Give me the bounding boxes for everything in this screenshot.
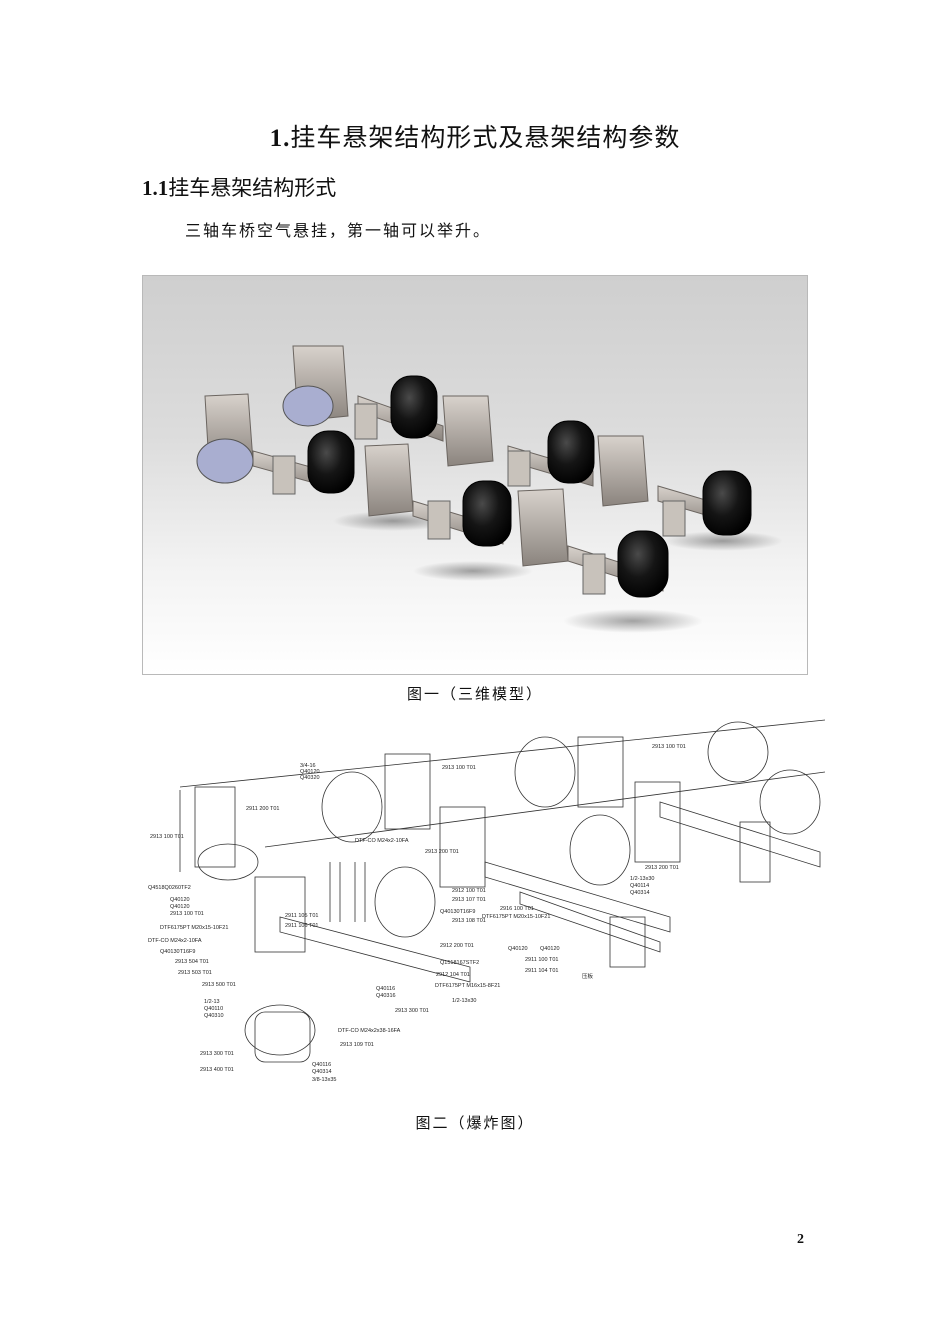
part-label: Q40120 xyxy=(540,946,560,952)
part-label: 2913 100 T01 xyxy=(442,765,476,771)
section-number: 1. xyxy=(269,125,291,152)
part-label: 2913 100 T01 xyxy=(170,911,204,917)
part-label: 2913 100 T01 xyxy=(150,834,184,840)
part-label: 2913 500 T01 xyxy=(202,982,236,988)
part-label: Q40120 xyxy=(170,897,190,903)
part-label: Q4518Q0260TF2 xyxy=(148,885,191,891)
figure2-caption: 图二（爆炸图） xyxy=(415,1114,535,1132)
subsection-title: 挂车悬架结构形式 xyxy=(168,176,337,200)
part-label: Q40130T16F9 xyxy=(440,909,475,915)
part-label: 2913 300 T01 xyxy=(395,1008,429,1014)
part-label: DTF-CO M24x2-10FA xyxy=(355,838,409,844)
section-heading: 1.挂车悬架结构形式及悬架结构参数 xyxy=(0,118,950,154)
figure-3d-model xyxy=(142,275,808,675)
part-label: 2913 108 T01 xyxy=(452,918,486,924)
part-label: DTF-CO M24x2x38-16FA xyxy=(338,1028,401,1034)
part-label: DTF6175PT M16x15-8F21 xyxy=(435,983,500,989)
section-title: 挂车悬架结构形式及悬架结构参数 xyxy=(290,123,681,152)
part-label: 2913 504 T01 xyxy=(175,959,209,965)
part-label: Q40310 xyxy=(204,1013,224,1019)
part-label: 2912 104 T01 xyxy=(436,972,470,978)
part-label: 2913 400 T01 xyxy=(200,1067,234,1073)
part-label: Q40320 xyxy=(300,775,320,781)
part-label: 2912 100 T01 xyxy=(452,888,486,894)
exploded-diagram: 3/4-16 Q40120 Q40320 2913 100 T01 2913 1… xyxy=(148,719,826,1083)
part-label: 2913 200 T01 xyxy=(425,849,459,855)
part-label: Q40120 xyxy=(508,946,528,952)
part-label: 1/2-13x30 xyxy=(452,998,476,1004)
figure-exploded-view: 3/4-16 Q40120 Q40320 2913 100 T01 2913 1… xyxy=(140,712,830,1102)
part-label: DTF-CO M24x2-10FA xyxy=(148,938,202,944)
part-label: 2911 104 T01 xyxy=(525,968,558,974)
part-label: 2911 105 T01 xyxy=(285,913,318,919)
part-label: Q40114 xyxy=(630,883,649,889)
part-label: DTF6175PT M20x15-10F21 xyxy=(482,914,550,920)
part-label: 2916 100 T01 xyxy=(500,906,534,912)
part-label: 2912 200 T01 xyxy=(440,943,474,949)
part-label: Q40116 xyxy=(312,1062,331,1068)
body-paragraph: 三轴车桥空气悬挂，第一轴可以举升。 xyxy=(185,221,492,240)
part-label: 2913 200 T01 xyxy=(645,865,679,871)
part-label: 1/2-13 xyxy=(204,999,220,1005)
part-label: 2913 107 T01 xyxy=(452,897,486,903)
part-label: Q40120 xyxy=(170,904,190,910)
part-label: DTF6175PT M20x15-10F21 xyxy=(160,925,228,931)
figure1-caption: 图一（三维模型） xyxy=(406,685,543,703)
part-label: 压板 xyxy=(582,972,594,980)
part-labels: 3/4-16 Q40120 Q40320 2913 100 T01 2913 1… xyxy=(148,744,686,1083)
part-label: 3/8-13x35 xyxy=(312,1077,336,1083)
part-label: 2913 503 T01 xyxy=(178,970,212,976)
part-label: Q40314 xyxy=(630,890,650,896)
part-label: Q40130T16F9 xyxy=(160,949,195,955)
part-label: 2913 109 T01 xyxy=(340,1042,374,1048)
part-label: 2913 300 T01 xyxy=(200,1051,234,1057)
part-label: 2911 106 T01 xyxy=(285,923,318,929)
part-label: 2913 100 T01 xyxy=(652,744,686,750)
part-label: Q40110 xyxy=(204,1006,223,1012)
subsection-heading: 1.1挂车悬架结构形式 xyxy=(142,172,336,202)
page-number: 2 xyxy=(797,1232,804,1247)
part-label: Q40316 xyxy=(376,993,396,999)
part-label: 2911 200 T01 xyxy=(246,806,279,812)
subsection-number: 1.1 xyxy=(142,176,169,200)
part-label: Q40120 xyxy=(300,769,320,775)
suspension-3d-render xyxy=(196,345,783,633)
part-label: Q1518167STF2 xyxy=(440,960,479,966)
part-label: 3/4-16 xyxy=(300,763,316,769)
part-label: Q40314 xyxy=(312,1069,332,1075)
part-label: Q40116 xyxy=(376,986,395,992)
part-label: 1/2-13x30 xyxy=(630,876,654,882)
part-label: 2911 100 T01 xyxy=(525,957,558,963)
